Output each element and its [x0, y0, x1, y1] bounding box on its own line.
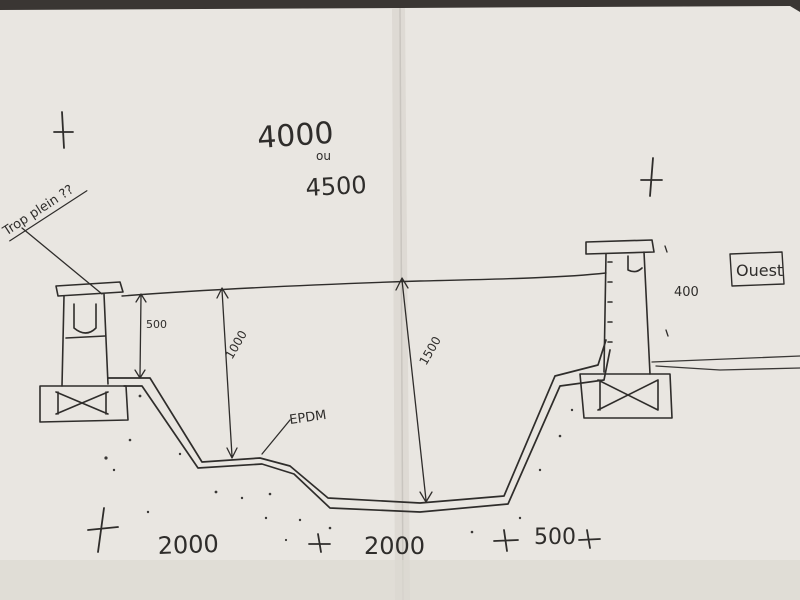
- dim-right-wall: [664, 245, 669, 337]
- bottom-dim-3: 500: [534, 525, 576, 550]
- top-width-label: 4000: [256, 116, 335, 156]
- right-footing: [579, 373, 673, 419]
- left-footing-brace: [55, 391, 109, 415]
- paper-vignette: [0, 560, 800, 600]
- cross-marks: [53, 111, 663, 553]
- cross-mark: [308, 533, 331, 553]
- left-wall-height-label: 500: [146, 318, 167, 331]
- right-post-body: [603, 251, 651, 375]
- right-post-hatch: [607, 261, 613, 343]
- right-wall-height-label: 400: [674, 285, 699, 300]
- soil-dots: [104, 394, 574, 542]
- overflow-slot: [73, 303, 97, 334]
- right-footing-brace: [597, 379, 659, 411]
- right-post-slot: [627, 255, 643, 273]
- comment-leader: [21, 227, 103, 295]
- epdm-liner: [107, 339, 607, 504]
- cross-mark: [640, 157, 663, 197]
- liner-leader: [261, 419, 291, 455]
- left-wall: [39, 281, 129, 423]
- orientation-frame: [729, 251, 785, 287]
- left-post-cap: [55, 281, 124, 297]
- pond-bed-outer: [123, 349, 611, 513]
- top-width-alt-label: 4500: [305, 171, 367, 202]
- bottom-dim-2: 2000: [364, 532, 425, 560]
- right-wall: [579, 239, 800, 419]
- dim-center-depth: [395, 277, 433, 503]
- orientation-label: Ouest: [736, 261, 783, 280]
- cross-mark: [493, 529, 519, 552]
- left-footing: [39, 385, 129, 423]
- cross-mark: [87, 507, 119, 553]
- dimension-lines: [21, 227, 669, 503]
- ground-line: [651, 355, 800, 371]
- dim-left-wall: [134, 293, 147, 379]
- dim-left-depth: [216, 287, 238, 459]
- right-post-cap: [585, 239, 655, 255]
- top-width-or-label: ou: [316, 149, 331, 163]
- orientation-box: Ouest: [729, 251, 785, 287]
- left-post-band: [65, 335, 106, 339]
- pond-profile: [107, 339, 611, 513]
- left-post-body: [61, 293, 109, 387]
- cross-mark: [53, 111, 74, 149]
- bottom-dim-1: 2000: [157, 530, 219, 560]
- notebook-spread: [0, 6, 800, 600]
- overflow-comment-underline: [9, 190, 88, 242]
- liner-label: EPDM: [288, 408, 327, 428]
- cross-mark: [578, 529, 601, 549]
